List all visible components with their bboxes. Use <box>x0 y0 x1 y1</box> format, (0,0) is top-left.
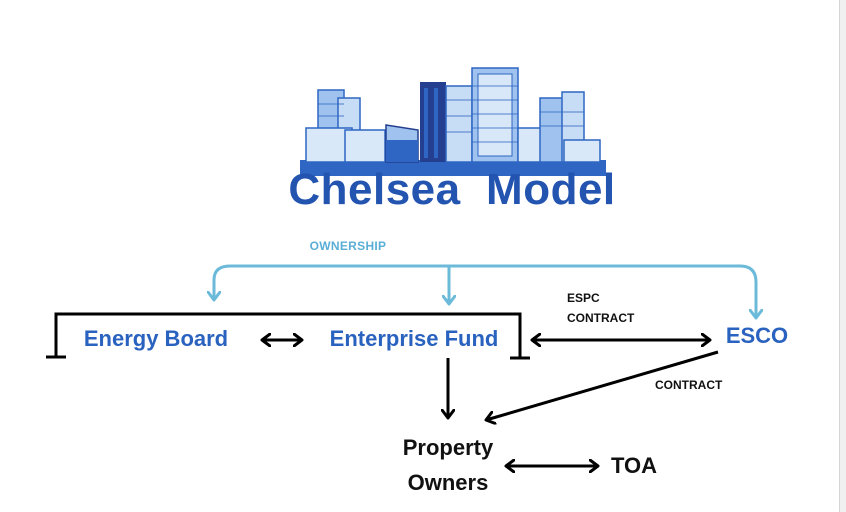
node-property-owners-line2: Owners <box>408 470 489 495</box>
node-toa: TOA <box>611 453 657 478</box>
node-energy-board: Energy Board <box>84 326 228 351</box>
page-edge <box>839 0 846 512</box>
node-esco: ESCO <box>726 323 788 348</box>
contract-label: CONTRACT <box>655 378 723 392</box>
combined-bracket <box>46 312 530 360</box>
espc-label-line1: ESPC <box>567 291 600 305</box>
ownership-label: OWNERSHIP <box>310 239 387 253</box>
espc-label-line2: CONTRACT <box>567 311 635 325</box>
esco-owners-arrow <box>486 350 719 420</box>
page-title: Chelsea Model <box>288 165 615 214</box>
node-enterprise-fund: Enterprise Fund <box>330 326 499 351</box>
node-property-owners-line1: Property <box>403 435 494 460</box>
ownership-connector <box>214 264 756 318</box>
city-buildings-icon <box>300 67 606 176</box>
